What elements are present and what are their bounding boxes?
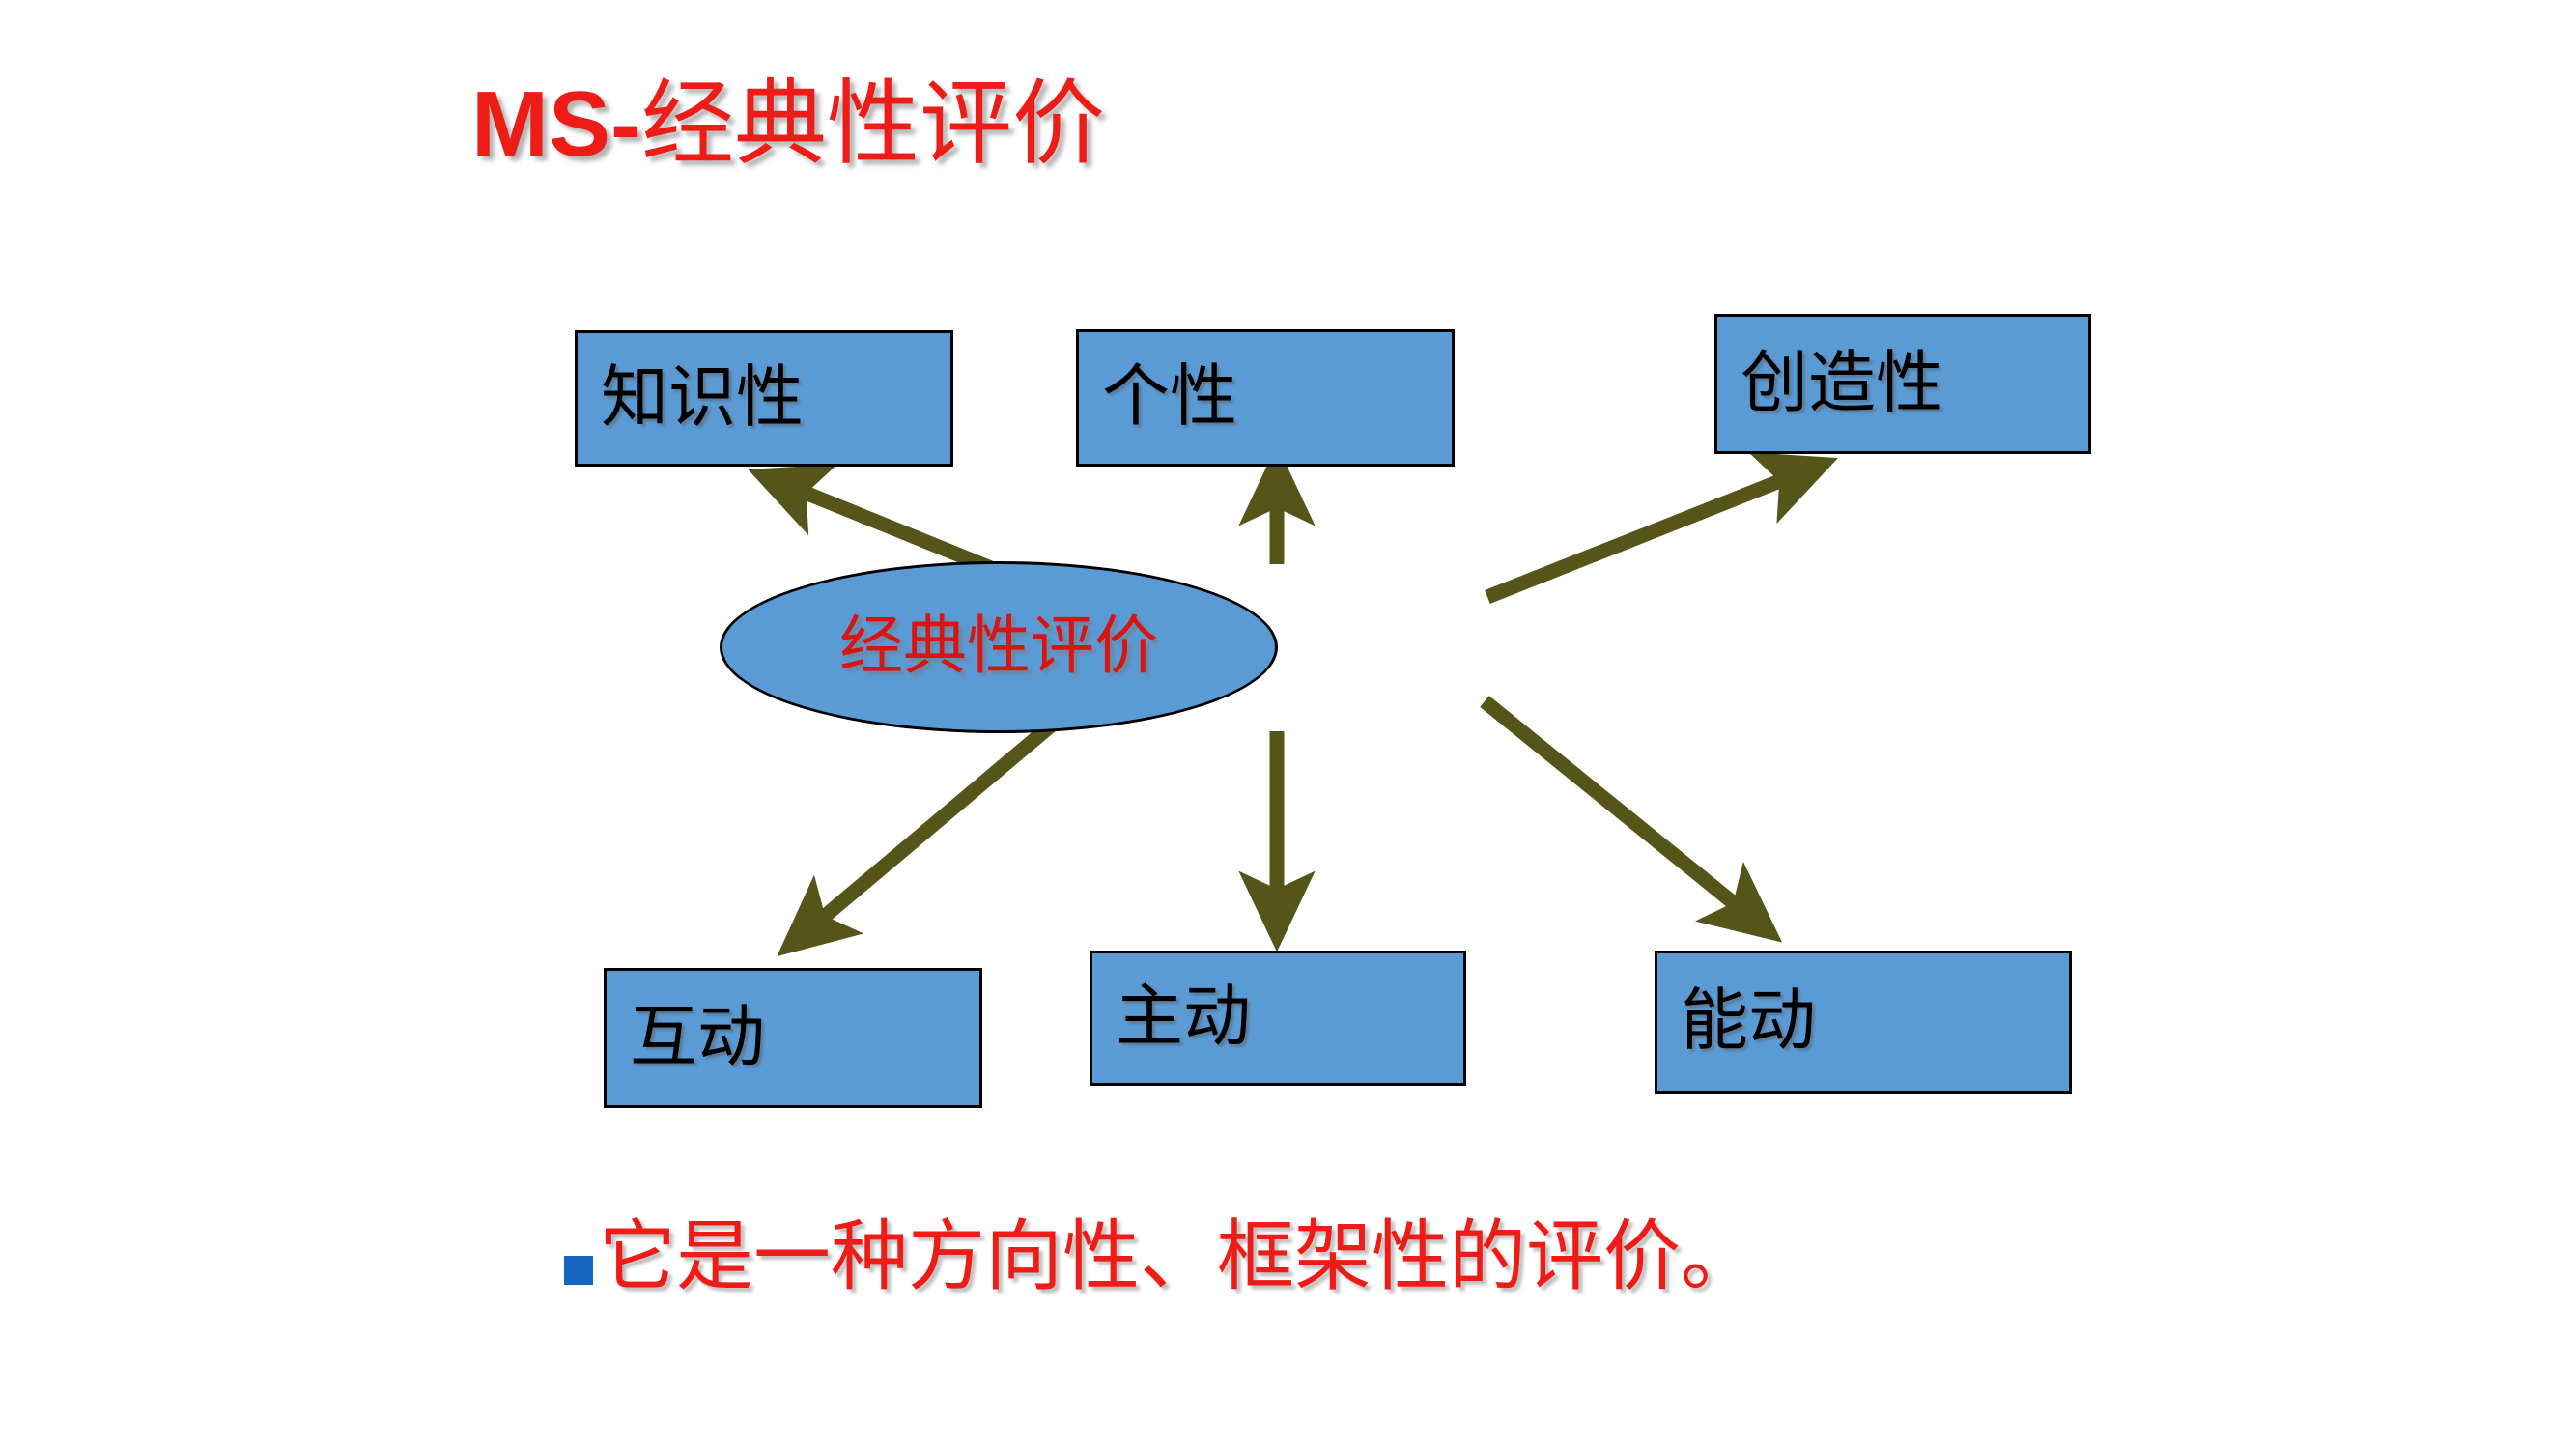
bullet-square-icon (564, 1256, 593, 1285)
node-box-hudong[interactable]: 互动 (604, 968, 982, 1108)
node-label: 能动 (1681, 984, 1816, 1059)
center-node-label: 经典性评价 (839, 611, 1158, 682)
node-box-nengdong[interactable]: 能动 (1655, 951, 2072, 1094)
arrow-to-nengdong (1480, 696, 1783, 943)
node-label: 创造性 (1741, 346, 1943, 421)
node-box-gexing[interactable]: 个性 (1076, 329, 1455, 467)
slide-title: MS-经典性评价 (471, 72, 1105, 177)
node-label: 知识性 (601, 360, 804, 436)
bullet-text: 它是一种方向性、框架性的评价。 (599, 1215, 1758, 1300)
node-label: 主动 (1116, 981, 1251, 1055)
slide-title-han: 经典性评价 (640, 72, 1105, 176)
node-label: 个性 (1102, 360, 1237, 435)
center-node-ellipse[interactable]: 经典性评价 (720, 561, 1278, 733)
node-box-zhudong[interactable]: 主动 (1090, 951, 1466, 1086)
bullet-line: 它是一种方向性、框架性的评价。 (564, 1213, 1758, 1302)
node-box-zhishixing[interactable]: 知识性 (575, 330, 953, 467)
slide-title-latin: MS- (471, 72, 641, 176)
node-box-chuangzaoxing[interactable]: 创造性 (1714, 314, 2091, 454)
node-label: 互动 (630, 1000, 765, 1075)
arrow-to-hudong (777, 700, 1079, 957)
arrow-to-chuangzaoxing (1485, 452, 1838, 604)
